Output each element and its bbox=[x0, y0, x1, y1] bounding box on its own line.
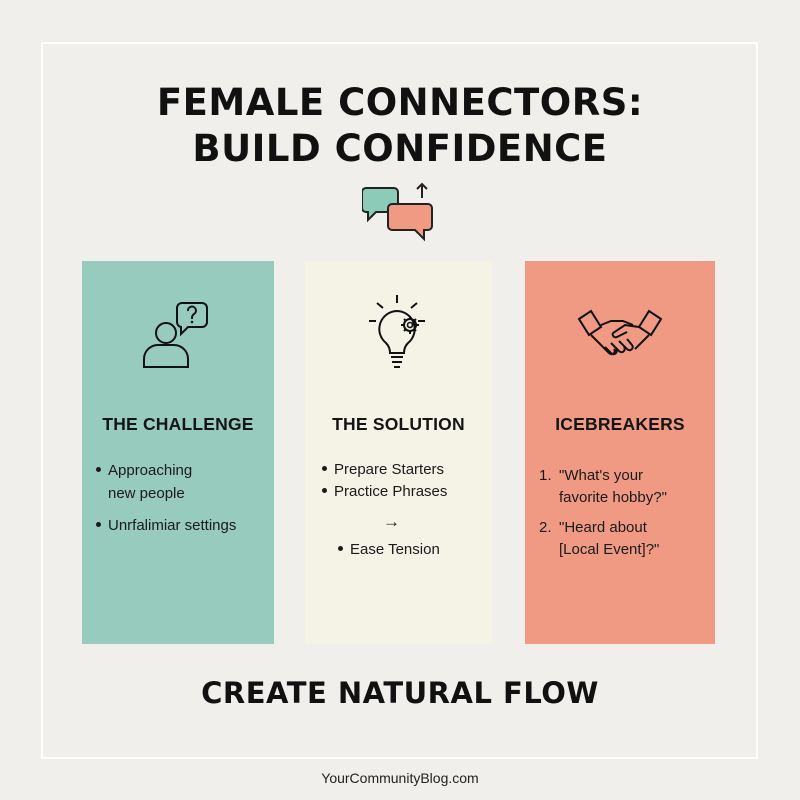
page-frame bbox=[41, 42, 758, 759]
icebreaker-1-line-2: favorite hobby?" bbox=[559, 489, 667, 506]
bullet-dot bbox=[96, 467, 101, 472]
handshake-icon bbox=[577, 309, 663, 356]
title-line-1: FEMALE CONNECTORS: bbox=[156, 81, 644, 124]
icebreaker-2-line-2: [Local Event]?" bbox=[559, 541, 660, 558]
challenge-bullet-1-line-1: Approaching bbox=[108, 462, 193, 479]
bullet-dot bbox=[322, 466, 327, 471]
icebreaker-2-number: 2. bbox=[539, 519, 552, 536]
title-line-2: BUILD CONFIDENCE bbox=[192, 127, 608, 170]
person-question-icon bbox=[143, 302, 208, 368]
icebreaker-2-line-1: "Heard about bbox=[559, 519, 647, 536]
footer-title: CREATE NATURAL FLOW bbox=[201, 676, 599, 710]
icebreaker-1-line-1: "What's your bbox=[559, 467, 644, 484]
solution-title: THE SOLUTION bbox=[332, 414, 465, 434]
bullet-dot bbox=[338, 546, 343, 551]
challenge-title: THE CHALLENGE bbox=[102, 414, 254, 434]
solution-panel: THE SOLUTION Prepare Starters Practice P… bbox=[305, 261, 492, 644]
challenge-panel: THE CHALLENGE Approaching new people Unr… bbox=[82, 261, 274, 644]
icebreaker-1-number: 1. bbox=[539, 467, 552, 484]
bullet-dot bbox=[322, 488, 327, 493]
bullet-dot bbox=[96, 522, 101, 527]
solution-bullet-1: Prepare Starters bbox=[334, 461, 445, 478]
icebreakers-title: ICEBREAKERS bbox=[555, 414, 685, 434]
site-url: YourCommunityBlog.com bbox=[321, 770, 479, 786]
right-arrow-icon: → bbox=[383, 512, 400, 531]
lightbulb-gear-icon bbox=[369, 295, 425, 368]
page-title: FEMALE CONNECTORS: BUILD CONFIDENCE bbox=[0, 80, 800, 172]
chat-bubbles-icon bbox=[362, 182, 433, 242]
challenge-bullet-1-line-2: new people bbox=[108, 485, 185, 502]
solution-result: Ease Tension bbox=[350, 541, 440, 558]
icebreakers-panel: ICEBREAKERS 1. "What's your favorite hob… bbox=[525, 261, 715, 644]
challenge-bullet-2: Unrfalimiar settings bbox=[108, 517, 237, 534]
solution-bullet-2: Practice Phrases bbox=[334, 483, 448, 500]
